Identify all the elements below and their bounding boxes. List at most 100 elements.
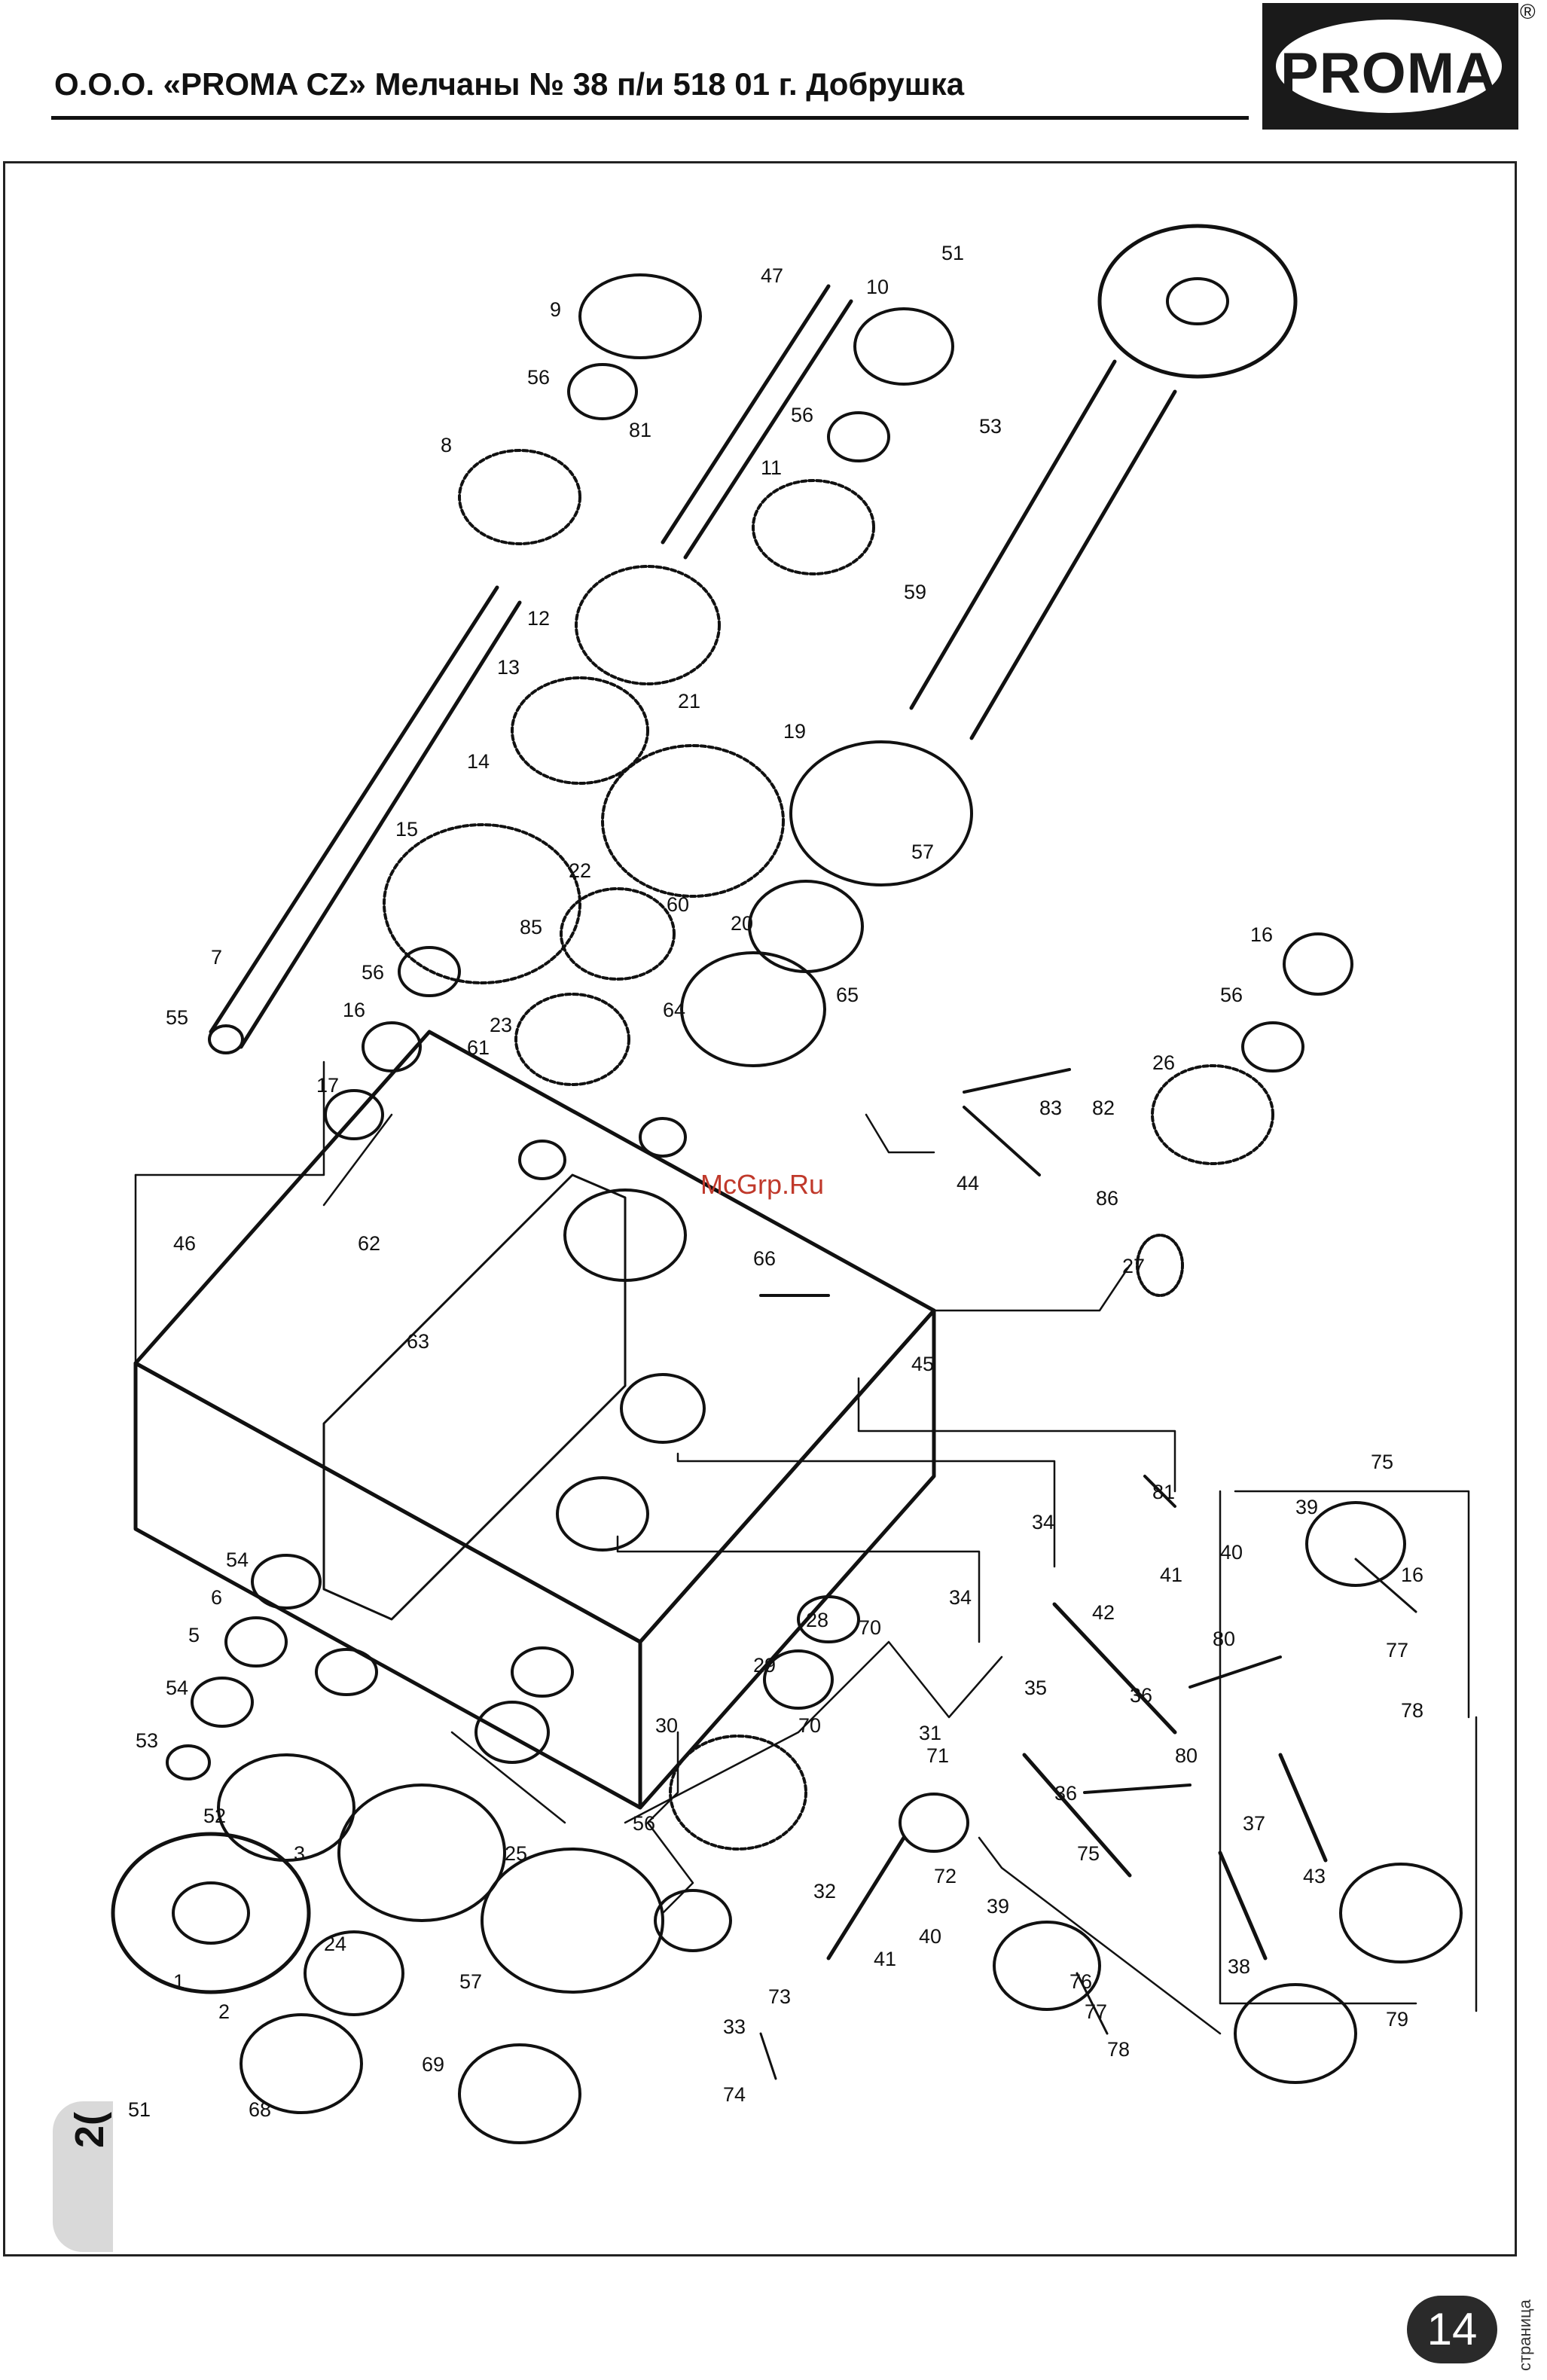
- part-label: 47: [761, 264, 783, 287]
- part-label: 62: [358, 1232, 380, 1255]
- part-label: 5: [188, 1624, 200, 1646]
- part-label: 53: [979, 415, 1002, 438]
- part-label: 1: [173, 1970, 185, 1993]
- part-label: 76: [1069, 1970, 1092, 1993]
- part-label: 75: [1371, 1451, 1393, 1473]
- part-label: 46: [173, 1232, 196, 1255]
- part-label: 72: [934, 1865, 957, 1887]
- part-label: 52: [203, 1805, 226, 1827]
- part-label: 8: [441, 434, 452, 456]
- page-number-badge: [1407, 2296, 1497, 2363]
- part-label: 37: [1243, 1812, 1265, 1835]
- part-label: 56: [527, 366, 550, 389]
- part-label: 51: [941, 242, 964, 264]
- part-label: 80: [1175, 1744, 1198, 1767]
- part-label: 38: [1228, 1955, 1250, 1978]
- part-label: 16: [1401, 1564, 1423, 1586]
- part-label: 83: [1039, 1097, 1062, 1119]
- part-label: 54: [166, 1677, 188, 1699]
- part-label: 71: [926, 1744, 949, 1767]
- part-label: 68: [249, 2098, 271, 2121]
- part-label: 80: [1213, 1628, 1235, 1650]
- part-label: 78: [1401, 1699, 1423, 1722]
- part-label: 79: [1386, 2008, 1408, 2031]
- side-tab-text: 2(: [67, 2111, 112, 2148]
- part-label: 30: [655, 1714, 678, 1737]
- part-label: 56: [791, 404, 813, 426]
- part-label: 63: [407, 1330, 429, 1353]
- part-label: 51: [128, 2098, 151, 2121]
- part-label: 43: [1303, 1865, 1326, 1887]
- part-label: 56: [362, 961, 384, 984]
- spindle: [909, 224, 1298, 740]
- part-label: 41: [1160, 1564, 1182, 1586]
- part-label: 19: [783, 720, 806, 743]
- part-label: 16: [343, 999, 365, 1021]
- page-header-title: О.О.О. «PROMA CZ» Мелчаны № 38 п/и 518 0…: [54, 66, 965, 102]
- page-word: страница: [1515, 2299, 1534, 2371]
- gearbox-housing: [133, 1030, 936, 1810]
- part-label: 7: [211, 946, 222, 969]
- part-label: 31: [919, 1722, 941, 1744]
- part-label: 35: [1024, 1677, 1047, 1699]
- part-label: 74: [723, 2083, 746, 2106]
- part-label: 22: [569, 859, 591, 882]
- part-label: 32: [813, 1880, 836, 1902]
- page-number: 14: [1426, 2304, 1478, 2354]
- part-label: 77: [1085, 2000, 1107, 2023]
- part-label: 75: [1077, 1842, 1100, 1865]
- part-label: 54: [226, 1549, 249, 1571]
- part-label: 60: [667, 893, 689, 916]
- shaft-7: [208, 585, 522, 1054]
- part-label: 45: [911, 1353, 934, 1375]
- part-label: 33: [723, 2015, 746, 2038]
- logo-text: PROMA: [1280, 41, 1497, 105]
- part-label: 57: [459, 1970, 482, 1993]
- part-label: 40: [1220, 1541, 1243, 1564]
- part-label: 70: [798, 1714, 821, 1737]
- part-label: 85: [520, 916, 542, 938]
- part-label: 73: [768, 1985, 791, 2008]
- part-label: 53: [136, 1729, 158, 1752]
- part-label: 2: [218, 2000, 230, 2023]
- part-label: 64: [663, 999, 685, 1021]
- part-label: 36: [1054, 1782, 1077, 1805]
- control-linkage: [759, 1068, 1417, 2080]
- part-label: 59: [904, 581, 926, 603]
- part-label: 12: [527, 607, 550, 630]
- header-rule: [51, 116, 1249, 120]
- part-label: 41: [874, 1948, 896, 1970]
- part-label: 36: [1130, 1684, 1152, 1707]
- part-label: 6: [211, 1586, 222, 1609]
- gears: [383, 449, 1274, 1851]
- part-label: 42: [1092, 1601, 1115, 1624]
- part-label: 16: [1250, 923, 1273, 946]
- part-label: 10: [866, 276, 889, 298]
- assembly-lines: [134, 1060, 1478, 2035]
- part-label: 39: [1295, 1496, 1318, 1518]
- part-label: 44: [957, 1172, 979, 1195]
- part-label: 13: [497, 656, 520, 679]
- part-label: 14: [467, 750, 490, 773]
- part-label: 55: [166, 1006, 188, 1029]
- part-label: 23: [490, 1014, 512, 1036]
- part-label: 56: [1220, 984, 1243, 1006]
- part-label: 81: [629, 419, 651, 441]
- part-label: 65: [836, 984, 859, 1006]
- part-label: 34: [1032, 1511, 1054, 1533]
- diagram-frame: [3, 161, 1517, 2256]
- part-label: 78: [1107, 2038, 1130, 2061]
- part-label: 40: [919, 1925, 941, 1948]
- part-label: 81: [1152, 1481, 1175, 1503]
- part-label: 24: [324, 1933, 346, 1955]
- part-label: 26: [1152, 1051, 1175, 1074]
- logo-oval: PROMA: [1276, 20, 1502, 113]
- part-label: 69: [422, 2053, 444, 2076]
- part-label: 86: [1096, 1187, 1118, 1210]
- part-label: 9: [550, 298, 561, 321]
- part-label: 39: [987, 1895, 1009, 1918]
- part-label: 57: [911, 841, 934, 863]
- part-label: 15: [395, 818, 418, 841]
- part-label: 28: [806, 1609, 828, 1631]
